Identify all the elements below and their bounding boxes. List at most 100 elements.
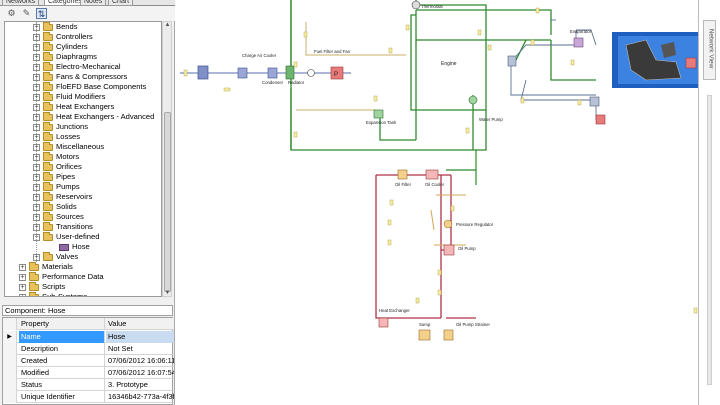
folder-icon (43, 62, 53, 71)
tree-item-hose[interactable]: Hose (5, 242, 161, 252)
row-selector-icon: ▶ (3, 331, 17, 343)
tree-item[interactable]: +Valves (5, 252, 161, 262)
component-dp-outlet[interactable] (595, 114, 606, 125)
tree-item-label: Transitions (56, 222, 93, 231)
gear-icon[interactable]: ⚙ (7, 8, 16, 18)
component-cabin-outlet[interactable] (685, 57, 697, 69)
component-water-pump[interactable]: Water Pump (468, 95, 503, 122)
tree-item[interactable]: +Pumps (5, 182, 161, 192)
tree-item[interactable]: +Fluid Modifiers (5, 92, 161, 102)
property-key: Modified (19, 367, 105, 379)
component-label: Water Pump (479, 117, 503, 122)
component-label: Evaporator (570, 29, 592, 34)
tree-item[interactable]: +Materials (5, 262, 161, 272)
tree-item[interactable]: +Cylinders (5, 42, 161, 52)
component-sump[interactable]: Sump (418, 322, 431, 341)
expand-icon[interactable]: + (19, 294, 26, 296)
folder-icon (43, 132, 53, 141)
sort-icon[interactable]: ⇅ (36, 8, 47, 19)
property-value[interactable]: 07/06/2012 16:07:54 (108, 368, 174, 377)
component-evaporator[interactable]: Evaporator (570, 29, 592, 48)
tree-item-label: FloEFD Base Components (56, 82, 147, 91)
tree-item[interactable]: +Losses (5, 132, 161, 142)
tab-chart[interactable]: Chart (108, 0, 134, 6)
tree-scrollbar[interactable]: ▲ ▼ (162, 21, 172, 297)
property-value[interactable]: 07/06/2012 16:06:11 (108, 356, 174, 365)
pin-icon[interactable]: ✎ (22, 8, 31, 18)
tab-networks[interactable]: Networks (2, 0, 40, 6)
tree-item[interactable]: +Transitions (5, 222, 161, 232)
tree-item[interactable]: +Electro-Mechanical (5, 62, 161, 72)
tree-item[interactable]: +Solids (5, 202, 161, 212)
component-oil-cooler[interactable]: Oil Cooler (425, 169, 445, 187)
tree-item[interactable]: +Heat Exchangers (5, 102, 161, 112)
scrollbar-thumb[interactable] (164, 112, 171, 292)
component-label: Oil Pump (458, 246, 476, 251)
expand-icon[interactable]: + (19, 284, 26, 291)
tree-item[interactable]: +Bends (5, 22, 161, 32)
tree-item[interactable]: +Motors (5, 152, 161, 162)
category-tree[interactable]: +Bends+Controllers+Cylinders+Diaphragms+… (4, 21, 162, 297)
network-view-tab[interactable]: Network View (703, 20, 716, 80)
property-value[interactable]: 16346b42-773a-4f3f... (108, 392, 174, 401)
component-pressure-outlet[interactable]: P (330, 66, 344, 80)
folder-icon (43, 42, 53, 51)
tree-item[interactable]: +FloEFD Base Components (5, 82, 161, 92)
folder-icon (43, 82, 53, 91)
component-compressor[interactable] (507, 55, 517, 67)
component-thermostat[interactable]: Thermostat (411, 0, 444, 10)
scroll-down-icon[interactable]: ▼ (164, 290, 171, 296)
property-column-header[interactable]: Property (19, 318, 105, 330)
component-expansion-tank[interactable]: Expansion Tank (366, 109, 397, 125)
tree-item[interactable]: −User-defined (5, 232, 161, 242)
tree-item[interactable]: +Pipes (5, 172, 161, 182)
component-charge-air-cooler[interactable]: Charge Air Cooler (237, 53, 277, 79)
component-oil-pump[interactable]: Oil Pump (443, 244, 476, 256)
component-inlet[interactable] (197, 65, 209, 80)
value-column-header[interactable]: Value (108, 319, 127, 328)
component-condenser[interactable]: Condenser (262, 67, 284, 85)
tree-item[interactable]: +Orifices (5, 162, 161, 172)
component-pressure-regulator[interactable]: Pressure Regulator (443, 219, 494, 229)
scroll-up-icon[interactable]: ▲ (164, 22, 171, 28)
tree-item[interactable]: +Fans & Compressors (5, 72, 161, 82)
schematic-diagram[interactable]: Charge Air Cooler Condenser Radiator Fue… (176, 0, 698, 405)
property-value[interactable]: Not Set (108, 344, 133, 353)
tree-item-label: Pumps (56, 182, 80, 191)
tree-item[interactable]: +Scripts (5, 282, 161, 292)
tree-item[interactable]: +Sources (5, 212, 161, 222)
component-oil-filter[interactable]: Oil Filter (395, 169, 412, 187)
tree-item[interactable]: +Controllers (5, 32, 161, 42)
tree-item[interactable]: +Performance Data (5, 272, 161, 282)
tree-item[interactable]: +Heat Exchangers - Advanced (5, 112, 161, 122)
tree-item[interactable]: +Diaphragms (5, 52, 161, 62)
folder-icon (43, 142, 53, 151)
expand-icon[interactable]: + (19, 274, 26, 281)
tree-item-label: Sources (56, 212, 84, 221)
tab-notes[interactable]: Notes (80, 0, 107, 6)
tree-item[interactable]: +Miscellaneous (5, 142, 161, 152)
tree-item[interactable]: +Reservoirs (5, 192, 161, 202)
tree-item[interactable]: +Sub-Systems (5, 292, 161, 296)
folder-icon (43, 222, 53, 231)
component-radiator[interactable]: Radiator (285, 65, 305, 85)
property-key: Description (19, 343, 105, 355)
tree-item-label: Junctions (56, 122, 89, 131)
canvas-scrollbar[interactable] (701, 95, 717, 385)
tree-item[interactable]: +Junctions (5, 122, 161, 132)
tree-item-label: Valves (56, 252, 79, 261)
component-blower[interactable] (589, 96, 600, 107)
expand-icon[interactable]: + (19, 264, 26, 271)
component-heat-exchanger[interactable]: Heat Exchanger (378, 308, 410, 328)
property-value[interactable]: 3. Prototype (108, 380, 148, 389)
component-fuel-filter[interactable]: Fuel Filter and Fan (307, 49, 351, 77)
property-value[interactable]: Hose (106, 331, 174, 343)
component-oil-pump-strainer[interactable]: Oil Pump Strainer (443, 322, 490, 341)
network-canvas[interactable]: Charge Air Cooler Condenser Radiator Fue… (176, 0, 698, 405)
